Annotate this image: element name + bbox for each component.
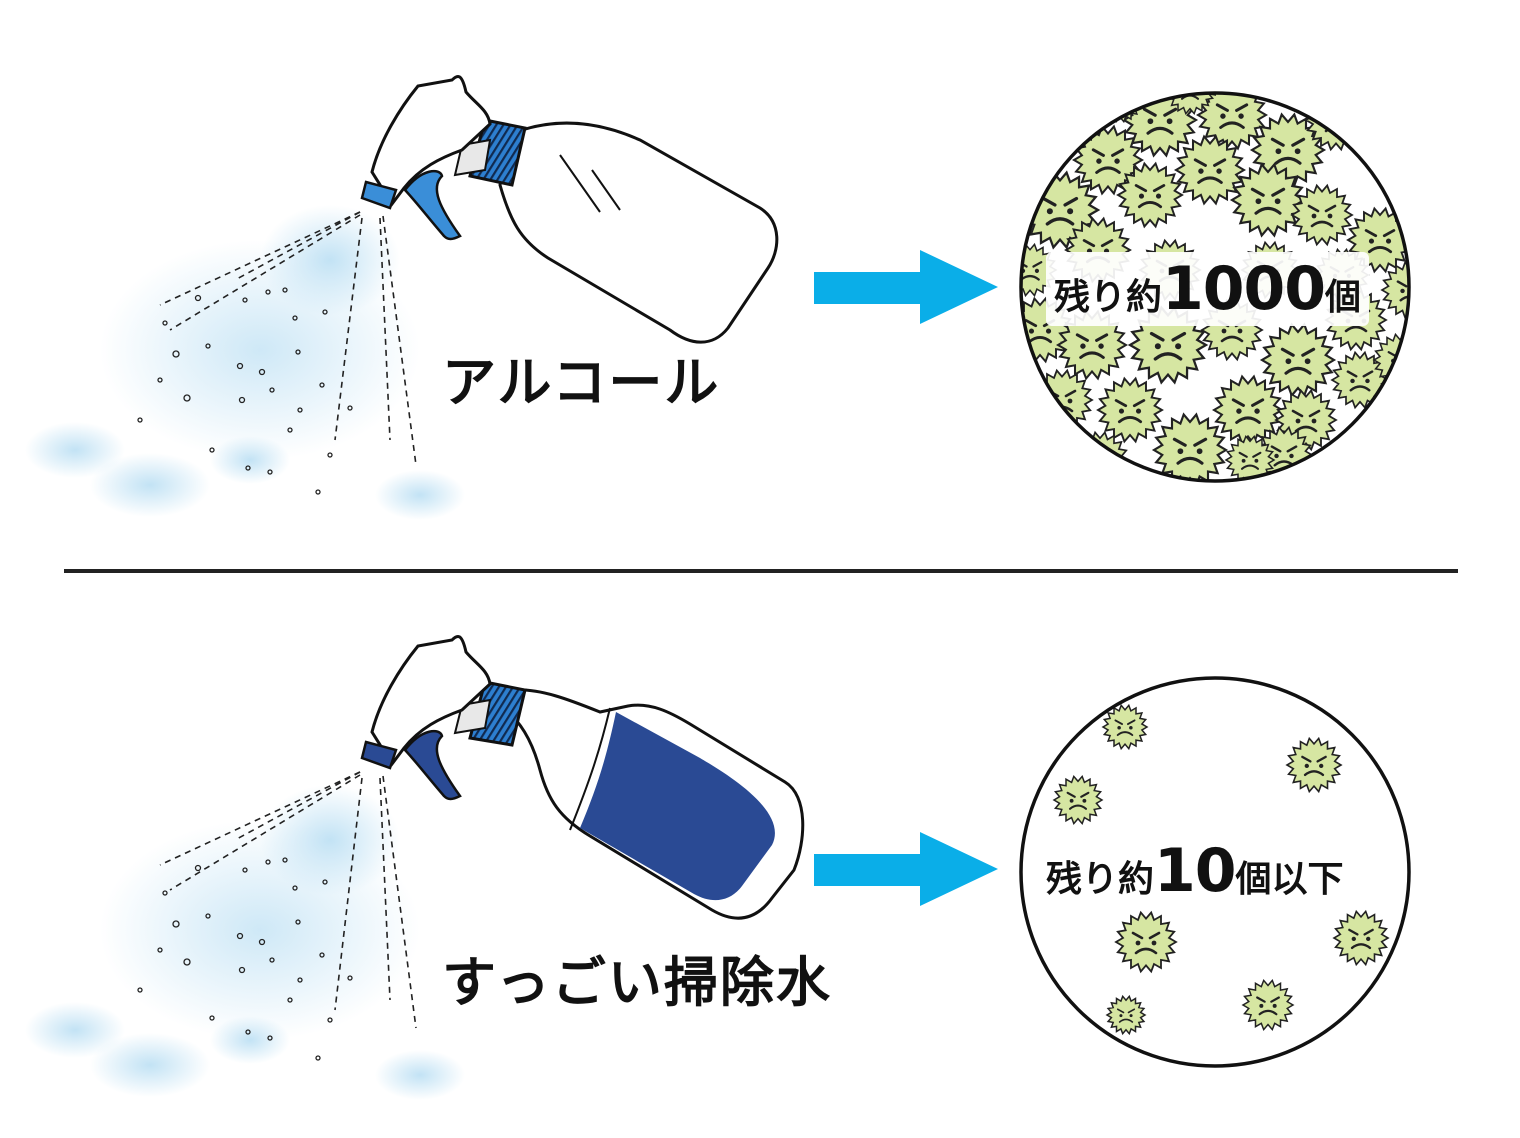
- spray-bottle-icon: [360, 634, 805, 920]
- alcohol-result: 残り約1000個: [1046, 252, 1370, 326]
- angry-germ-icon: [1241, 978, 1295, 1032]
- angry-germ-icon: [1173, 134, 1247, 206]
- spray-mist: [25, 771, 465, 1100]
- angry-germ-icon: [1116, 161, 1184, 229]
- angry-germ-icon: [1285, 736, 1343, 794]
- cleaner-result: 残り約10個以下: [1046, 836, 1344, 906]
- result-number: 10: [1154, 836, 1236, 906]
- result-number: 1000: [1162, 254, 1326, 324]
- angry-germ-icon: [1096, 376, 1164, 444]
- angry-germ-icon: [1151, 412, 1229, 481]
- angry-germ-icon: [1195, 93, 1269, 151]
- right-arrow-icon: [814, 250, 998, 324]
- cleaner-panel: [25, 634, 1411, 1100]
- cleaner-label: すっごい掃除水: [442, 951, 832, 1014]
- spray-bottle-icon: [360, 74, 779, 344]
- angry-germ-icon: [1380, 260, 1409, 320]
- angry-germ-icon: [1249, 112, 1327, 188]
- germ-cluster: [1052, 703, 1390, 1036]
- angry-germ-icon: [1229, 162, 1307, 238]
- result-suffix: 個以下: [1235, 859, 1344, 900]
- result-suffix: 個: [1325, 277, 1362, 318]
- angry-germ-icon: [1259, 322, 1337, 398]
- angry-germ-icon: [1114, 910, 1178, 974]
- angry-germ-icon: [1332, 909, 1390, 967]
- angry-germ-icon: [1052, 774, 1104, 826]
- angry-germ-icon: [1105, 994, 1147, 1036]
- angry-germ-icon: [1396, 186, 1409, 234]
- magnified-germ-circle: [1019, 676, 1411, 1068]
- result-prefix: 残り約: [1046, 859, 1155, 900]
- result-prefix: 残り約: [1054, 277, 1163, 318]
- angry-germ-icon: [1101, 703, 1149, 751]
- angry-germ-icon: [1290, 183, 1354, 247]
- right-arrow-icon: [814, 832, 998, 906]
- spray-mist: [25, 205, 465, 520]
- alcohol-label: アルコール: [442, 351, 721, 414]
- angry-germ-icon: [1127, 305, 1209, 385]
- angry-germ-icon: [1021, 242, 1058, 298]
